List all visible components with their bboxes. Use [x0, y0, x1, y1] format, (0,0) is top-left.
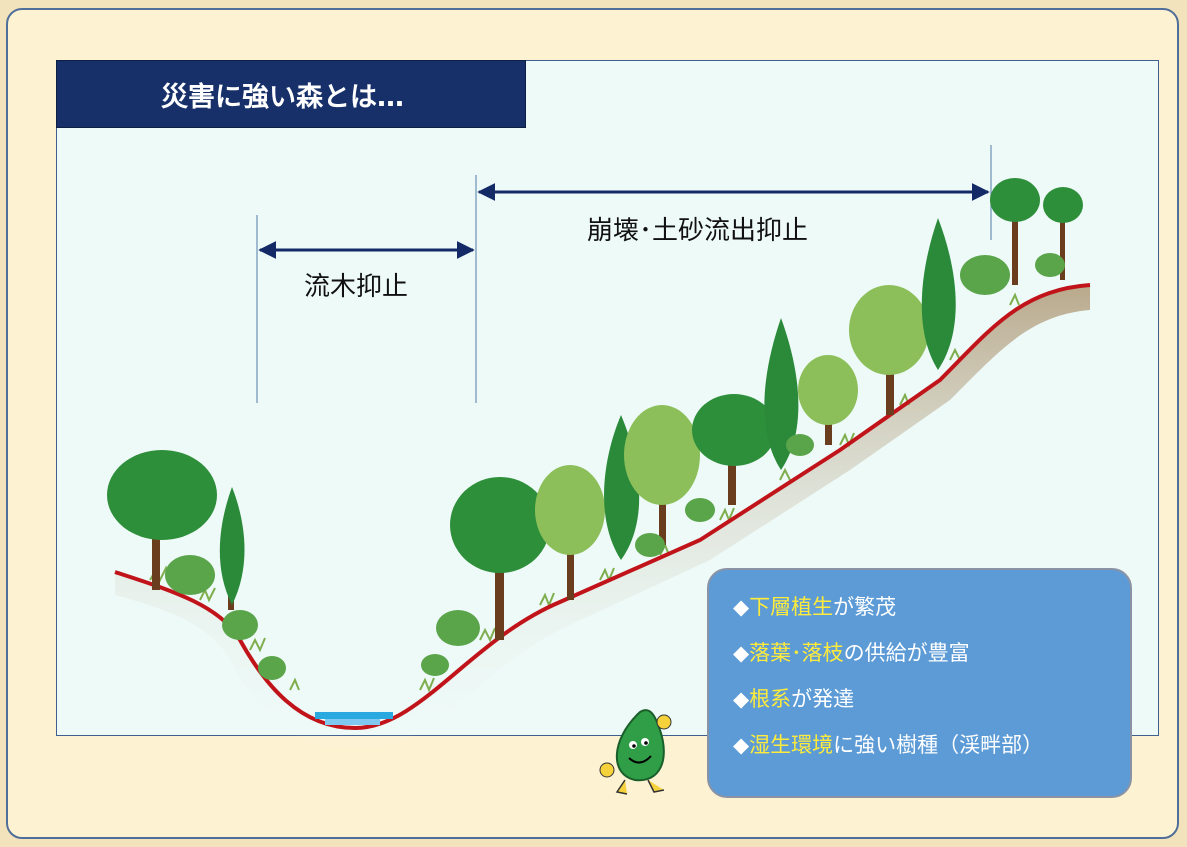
info-item: ◆落葉･落枝の供給が豊富: [733, 638, 1130, 684]
info-text: が発達: [791, 687, 855, 711]
diamond-bullet: ◆: [733, 733, 750, 757]
stream-bed: [325, 719, 380, 725]
info-text: が繁茂: [833, 595, 897, 619]
info-text: の供給が豊富: [843, 641, 970, 665]
diamond-bullet: ◆: [733, 687, 750, 711]
tree-group: [107, 178, 1083, 680]
driftwood-label: 流木抑止: [304, 272, 409, 302]
title-banner: 災害に強い森とは…: [56, 60, 526, 128]
info-item: ◆下層植生が繁茂: [733, 592, 1130, 638]
info-box: ◆下層植生が繁茂 ◆落葉･落枝の供給が豊富 ◆根系が発達 ◆湿生環境に強い樹種（…: [707, 568, 1132, 798]
info-item: ◆湿生環境に強い樹種（渓畔部）: [733, 730, 1130, 776]
soil-layer: [115, 285, 1090, 753]
info-highlight: 落葉･落枝: [749, 641, 844, 665]
info-highlight: 下層植生: [749, 595, 834, 619]
info-text: に強い樹種（渓畔部）: [833, 733, 1044, 757]
landslide-label: 崩壊･土砂流出抑止: [587, 216, 809, 246]
info-item: ◆根系が発達: [733, 684, 1130, 730]
page-title: 災害に強い森とは…: [161, 81, 404, 113]
info-highlight: 湿生環境: [749, 733, 834, 757]
diamond-bullet: ◆: [733, 595, 750, 619]
info-highlight: 根系: [749, 687, 792, 711]
stream: [315, 712, 393, 719]
mascot-leaf-icon: [599, 709, 672, 795]
diamond-bullet: ◆: [733, 641, 750, 665]
